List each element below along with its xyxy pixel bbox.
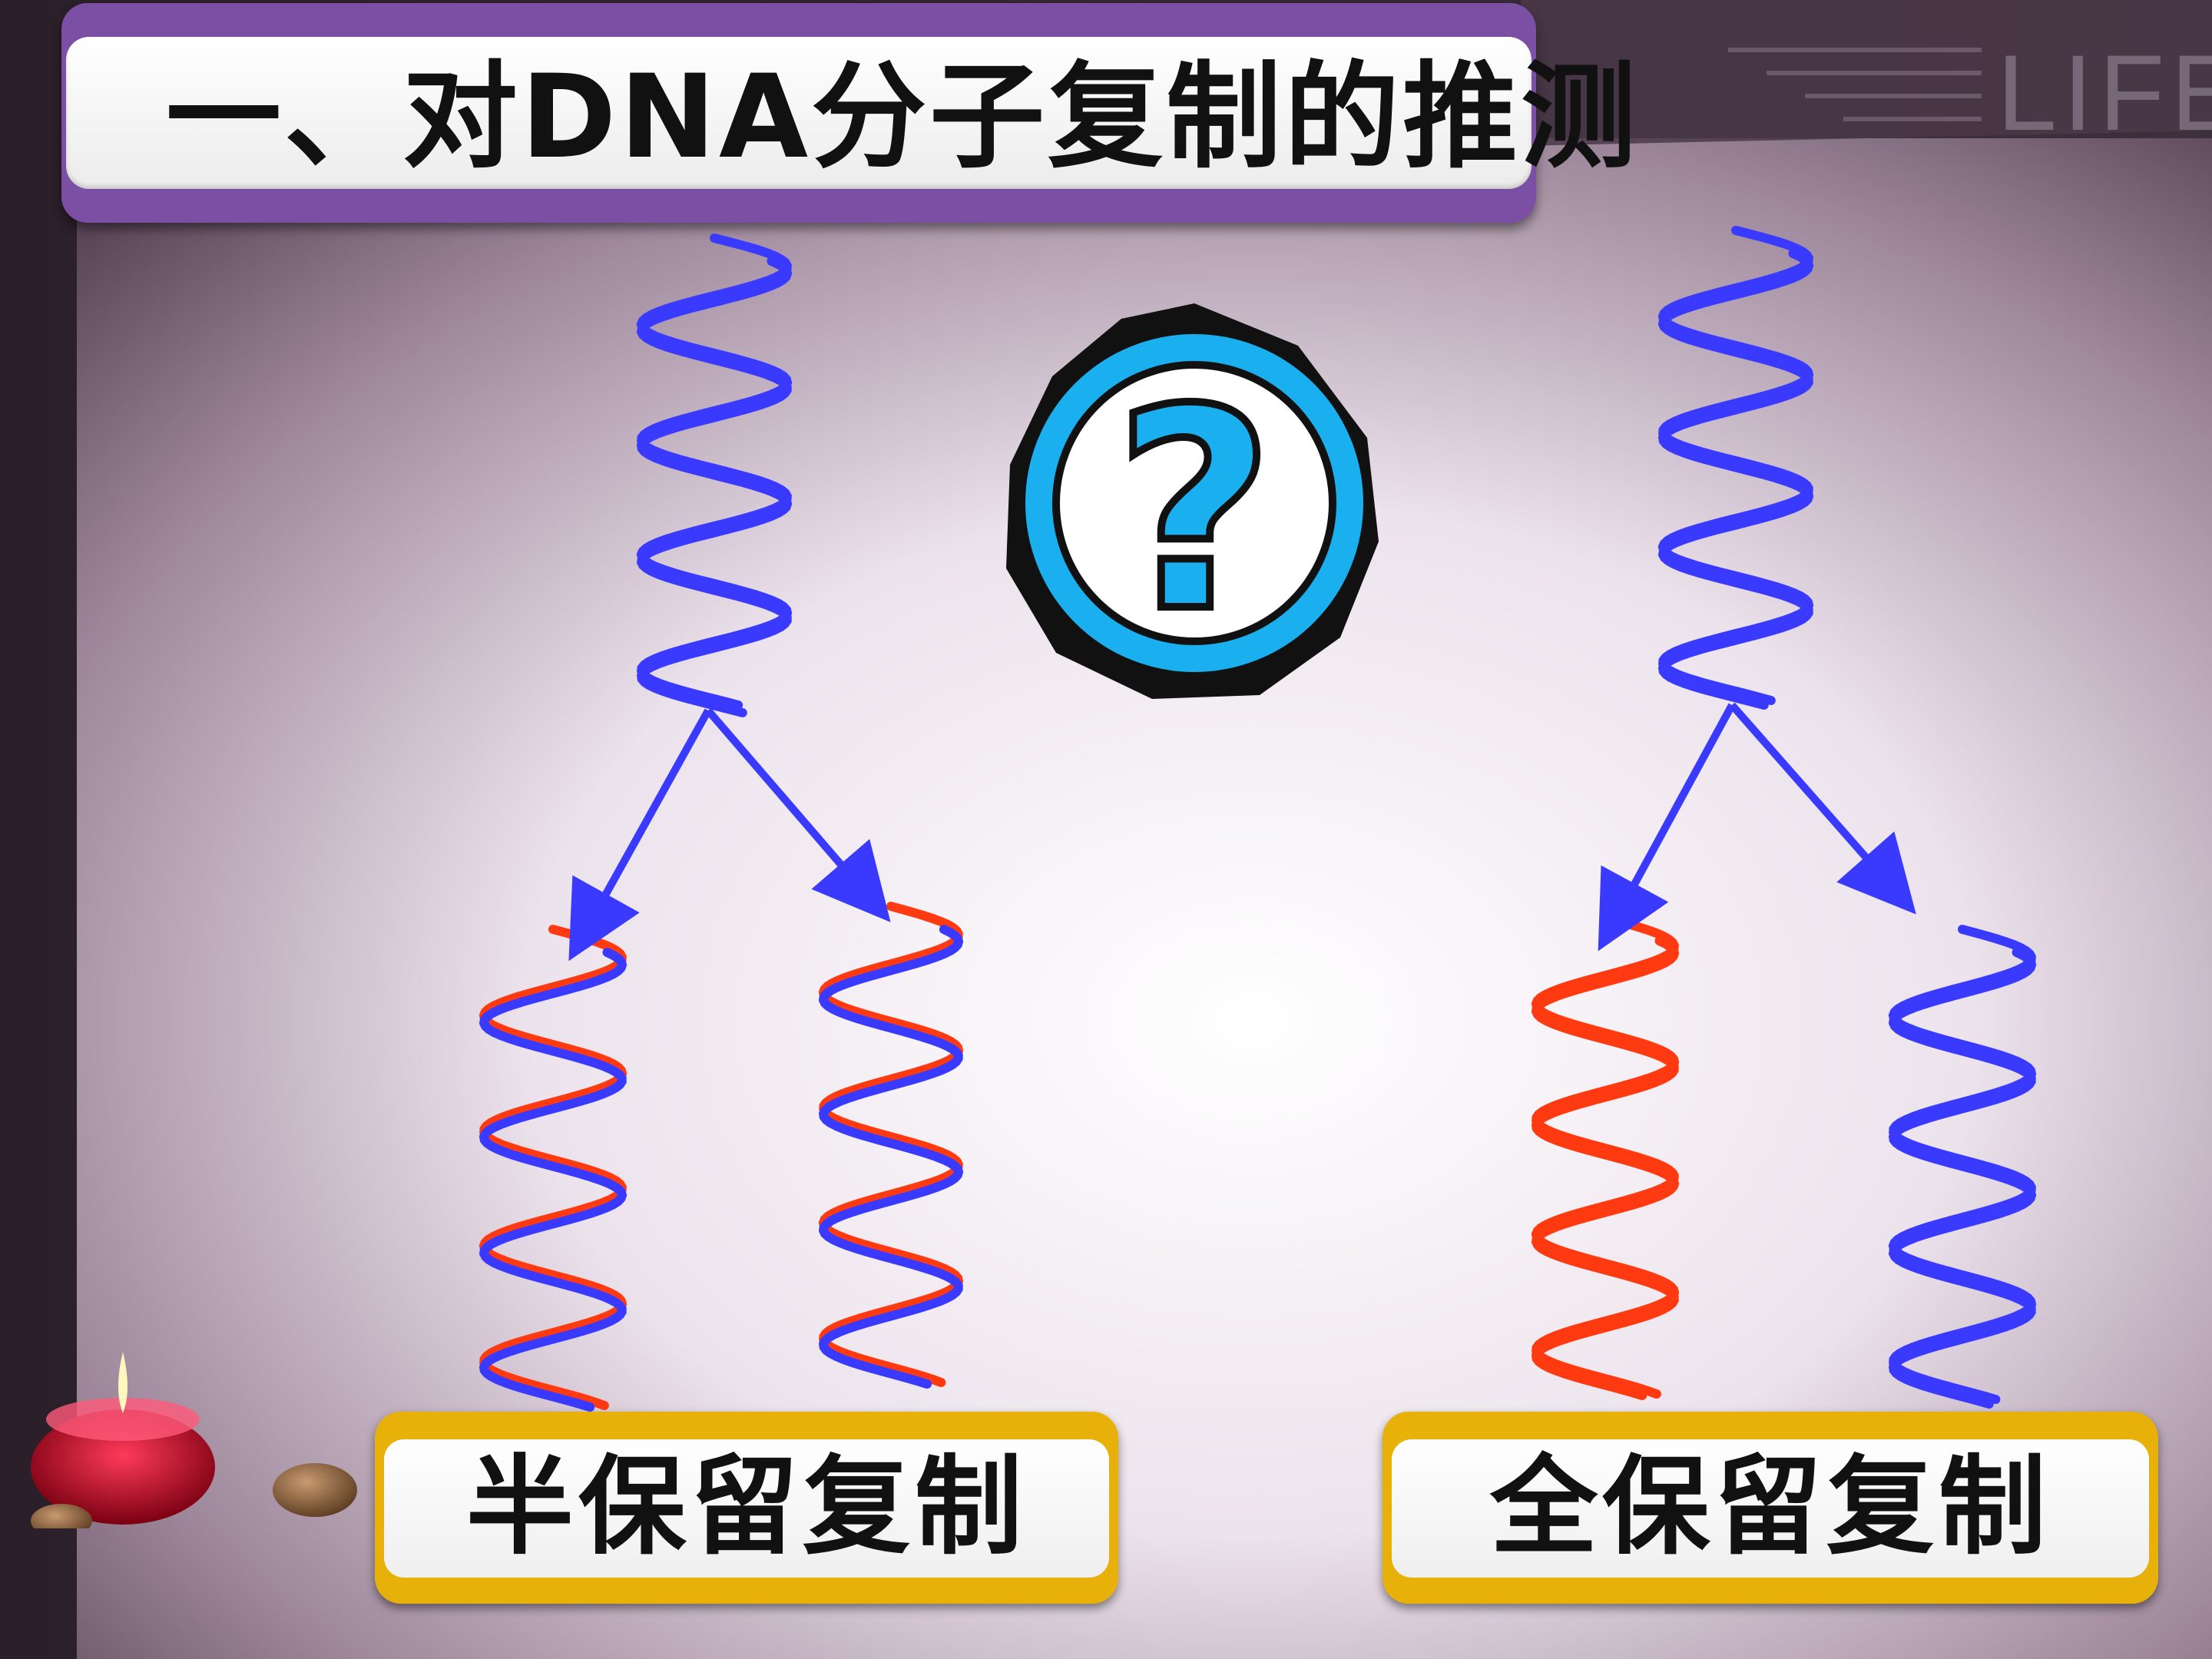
daughter-helix-3-new-strand-a [1531, 913, 1680, 1399]
daughter-helix-4-parent-strand-a [1888, 925, 2037, 1404]
page-title: 一、对DNA分子复制的推测 [166, 51, 1640, 184]
title-panel: 一、对DNA分子复制的推测 [66, 37, 1636, 189]
question-mark-glyph: ? [1114, 350, 1275, 672]
arrow-right-to-daughter-2 [1729, 702, 1916, 915]
label-conservative: 全保留复制 [1489, 1445, 2051, 1570]
daughter-helix-3-new-strand-b [1531, 936, 1680, 1400]
parent-helix-left-strand-a [636, 233, 793, 710]
stone-decoration [31, 1504, 92, 1528]
daughter-helix-1-new-strand [478, 925, 628, 1410]
daughter-helix-2-parent-strand [818, 925, 964, 1389]
label-frame-conservative: 全保留复制 [1382, 1412, 2158, 1604]
decor-line [1805, 94, 1982, 98]
title-frame: 一、对DNA分子复制的推测 [61, 3, 1636, 223]
decor-line [1728, 48, 1982, 52]
label-frame-semi-conservative: 半保留复制 [375, 1412, 1118, 1604]
parent-helix-left-strand-b [636, 257, 793, 717]
candle-decoration [31, 1352, 357, 1528]
label-panel-conservative: 全保留复制 [1392, 1439, 2149, 1578]
stone-decoration [273, 1463, 357, 1517]
daughter-helix-4-parent-strand-b [1888, 948, 2037, 1409]
daughter-helix-1-parent-strand [478, 948, 628, 1412]
label-semi-conservative: 半保留复制 [465, 1445, 1027, 1570]
parent-helix-right-strand-b [1657, 249, 1814, 710]
arrow-left-to-daughter-2 [705, 707, 891, 922]
decor-line [1767, 71, 1982, 75]
decor-line [1843, 117, 1982, 121]
daughter-helix-2-new-strand [818, 902, 964, 1387]
parent-helix-right-strand-a [1657, 226, 1814, 705]
label-panel-semi-conservative: 半保留复制 [384, 1439, 1109, 1578]
dna-helices [478, 226, 2037, 1412]
watermark-text: LIFE [1997, 32, 2212, 153]
arrow-right-to-daughter-1 [1598, 703, 1736, 952]
arrow-left-to-daughter-1 [568, 708, 712, 962]
question-icon: ? [1006, 303, 1379, 699]
